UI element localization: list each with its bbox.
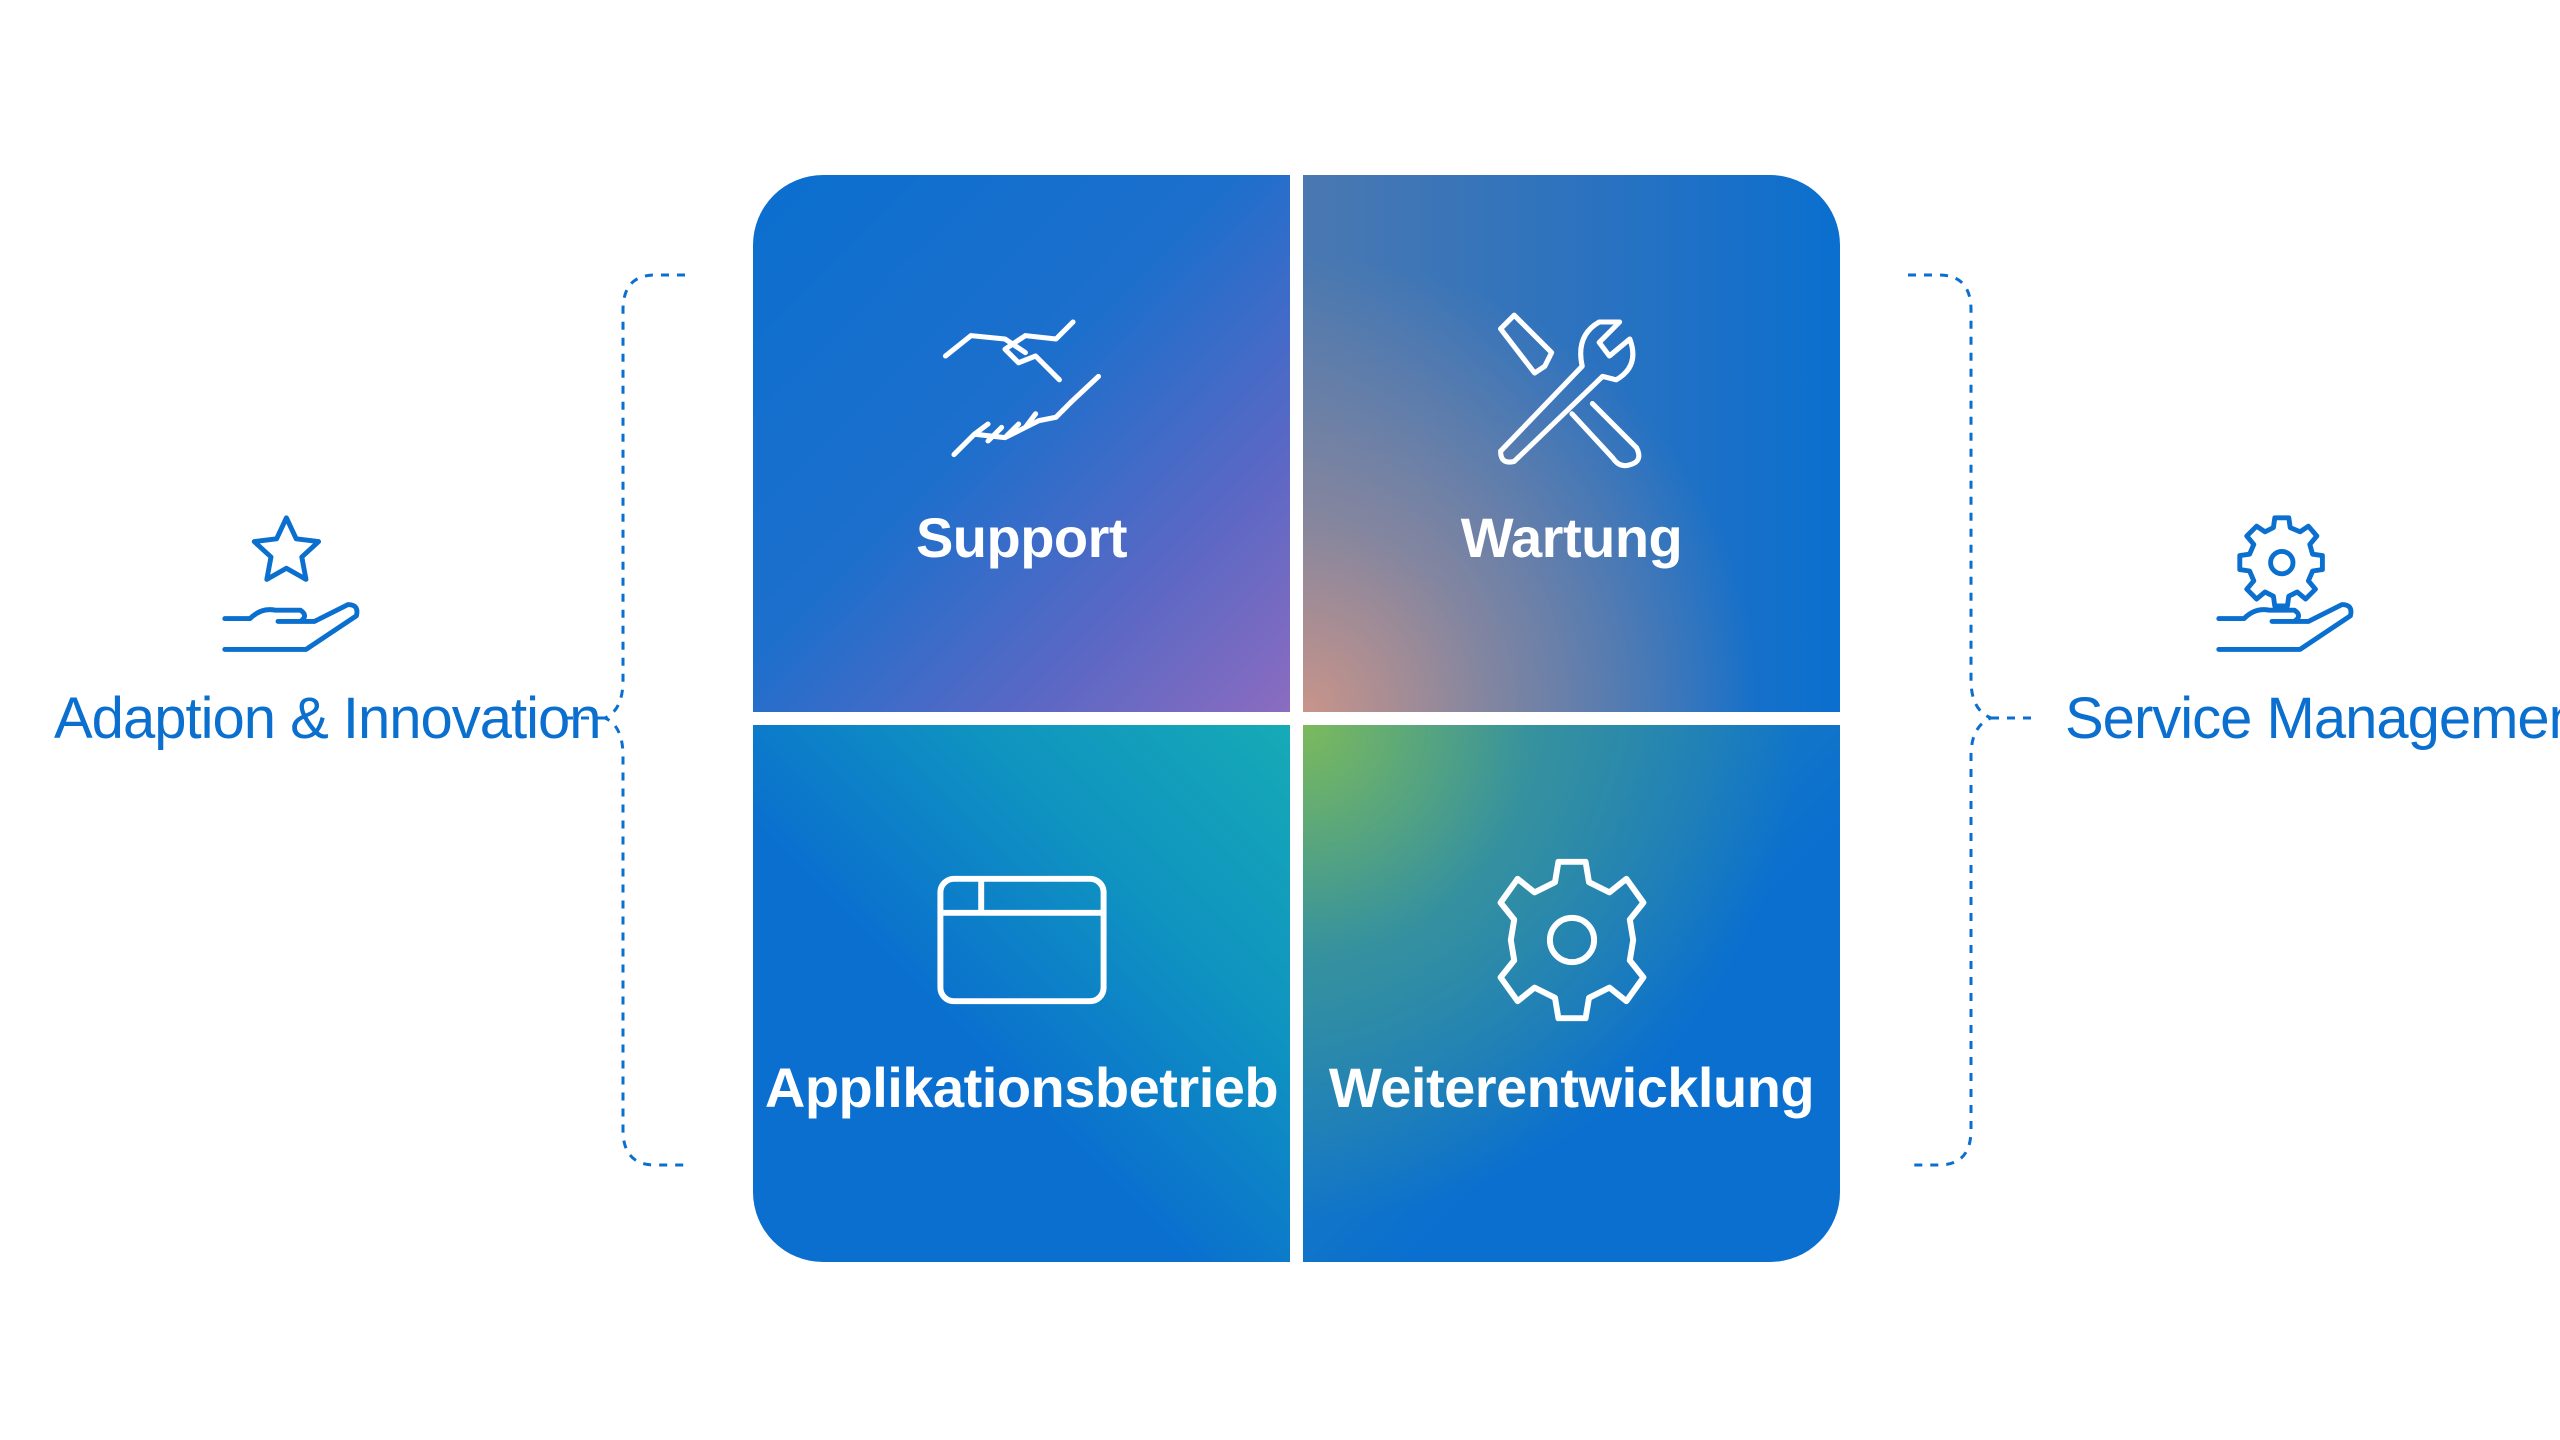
right-bracket [1908, 273, 2038, 1167]
star-hand-icon [222, 515, 360, 652]
window-icon [936, 875, 1107, 1005]
handshake-icon [942, 319, 1101, 458]
quadrant-label: Support [915, 506, 1128, 569]
quadrant-label: Weiterentwicklung [1328, 1056, 1815, 1119]
quadrant-label: Applikationsbetrieb [764, 1056, 1279, 1119]
quadrant-support: Support [753, 175, 1290, 712]
quadrant-weiterentwicklung: Weiterentwicklung [1303, 725, 1840, 1262]
quadrant-applikationsbetrieb: Applikationsbetrieb [753, 725, 1290, 1262]
service-quadrant-grid: Support Wartung Applikationsbetrieb Weit… [753, 175, 1840, 1262]
quadrant-wartung: Wartung [1303, 175, 1840, 712]
gear-icon [1497, 858, 1646, 1022]
gear-hand-icon [2216, 515, 2354, 652]
tools-icon [1497, 312, 1641, 469]
right-label: Service Management [2065, 686, 2560, 751]
left-bracket [560, 273, 685, 1167]
left-label: Adaption & Innovation [54, 686, 602, 751]
quadrant-label: Wartung [1460, 506, 1683, 569]
